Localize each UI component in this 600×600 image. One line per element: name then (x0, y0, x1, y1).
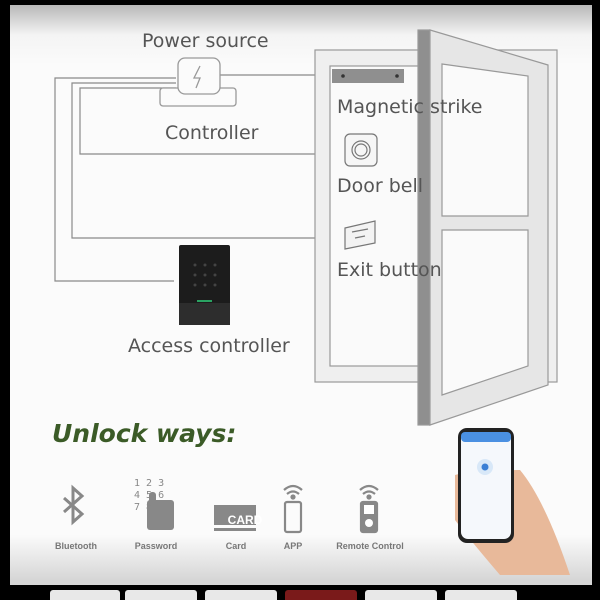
wiring-diagram (54, 29, 570, 575)
digits-row: 1 2 3 (134, 478, 165, 489)
thumbnail-tab[interactable] (50, 590, 120, 600)
card-icon-text: CARD (227, 513, 263, 527)
power-source-icon (159, 57, 237, 107)
magnetic-strike-icon (332, 69, 404, 83)
unlock-method-remote: Remote Control (336, 541, 404, 551)
smartphone-wifi-icon (283, 484, 303, 534)
thumbnail-tab-active[interactable] (285, 590, 357, 600)
magnetic-strike-label: Magnetic strike (337, 96, 483, 118)
bluetooth-icon (63, 484, 85, 526)
thumbnail-tab[interactable] (125, 590, 197, 600)
open-door (417, 29, 549, 426)
digits-row: 4 5 6 (134, 490, 165, 501)
thumbnail-tab[interactable] (445, 590, 517, 600)
thumbnail-tab[interactable] (365, 590, 437, 600)
digits-row: 7 8 (134, 502, 153, 513)
product-diagram: Power source Controller Magnetic strike … (10, 5, 592, 585)
exit-button-icon (344, 220, 376, 250)
keypad-finger-icon (147, 492, 174, 530)
unlock-method-app: APP (283, 541, 303, 551)
phone-in-hand-image (455, 428, 570, 575)
door-bell-label: Door bell (337, 175, 424, 197)
wire-door-bell (79, 87, 345, 155)
controller-label: Controller (165, 122, 259, 144)
wire-access-controller (54, 77, 176, 282)
power-source-label: Power source (142, 30, 269, 52)
password-digits: 1 2 3 4 5 6 7 8 (134, 478, 164, 514)
access-controller-device (179, 245, 230, 325)
unlock-method-card: Card (225, 541, 247, 551)
unlock-method-bluetooth: Bluetooth (55, 541, 97, 551)
wire-exit-button (71, 82, 345, 239)
unlock-ways-title: Unlock ways: (52, 419, 237, 448)
exit-button-label: Exit button (337, 259, 442, 281)
card-icon (214, 505, 256, 531)
remote-wifi-icon (359, 484, 379, 534)
door-bell-icon (344, 133, 378, 167)
access-controller-label: Access controller (128, 335, 290, 357)
unlock-method-password: Password (134, 541, 178, 551)
thumbnail-tab[interactable] (205, 590, 277, 600)
